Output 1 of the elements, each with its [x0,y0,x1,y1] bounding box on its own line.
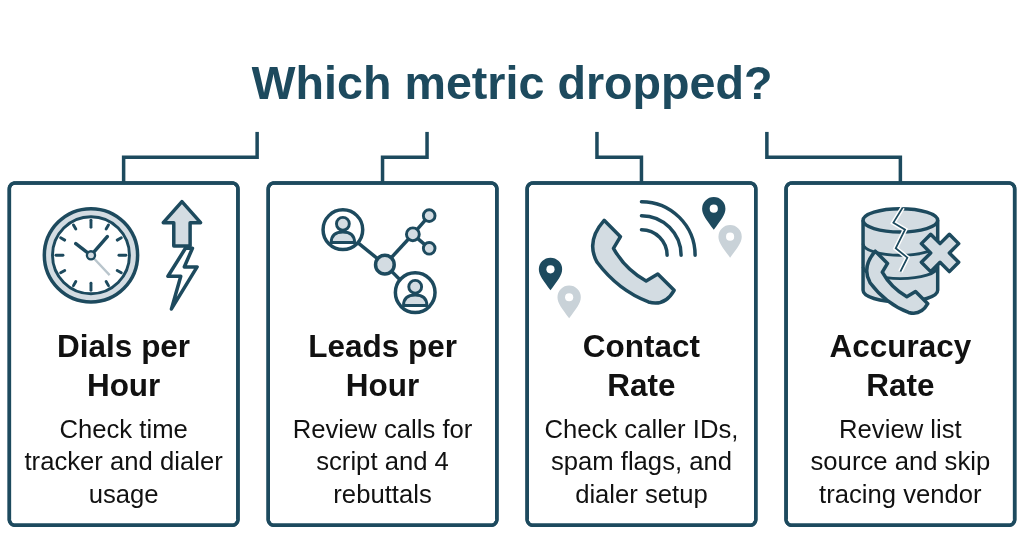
node-text: Which metric dropped? [251,57,773,109]
